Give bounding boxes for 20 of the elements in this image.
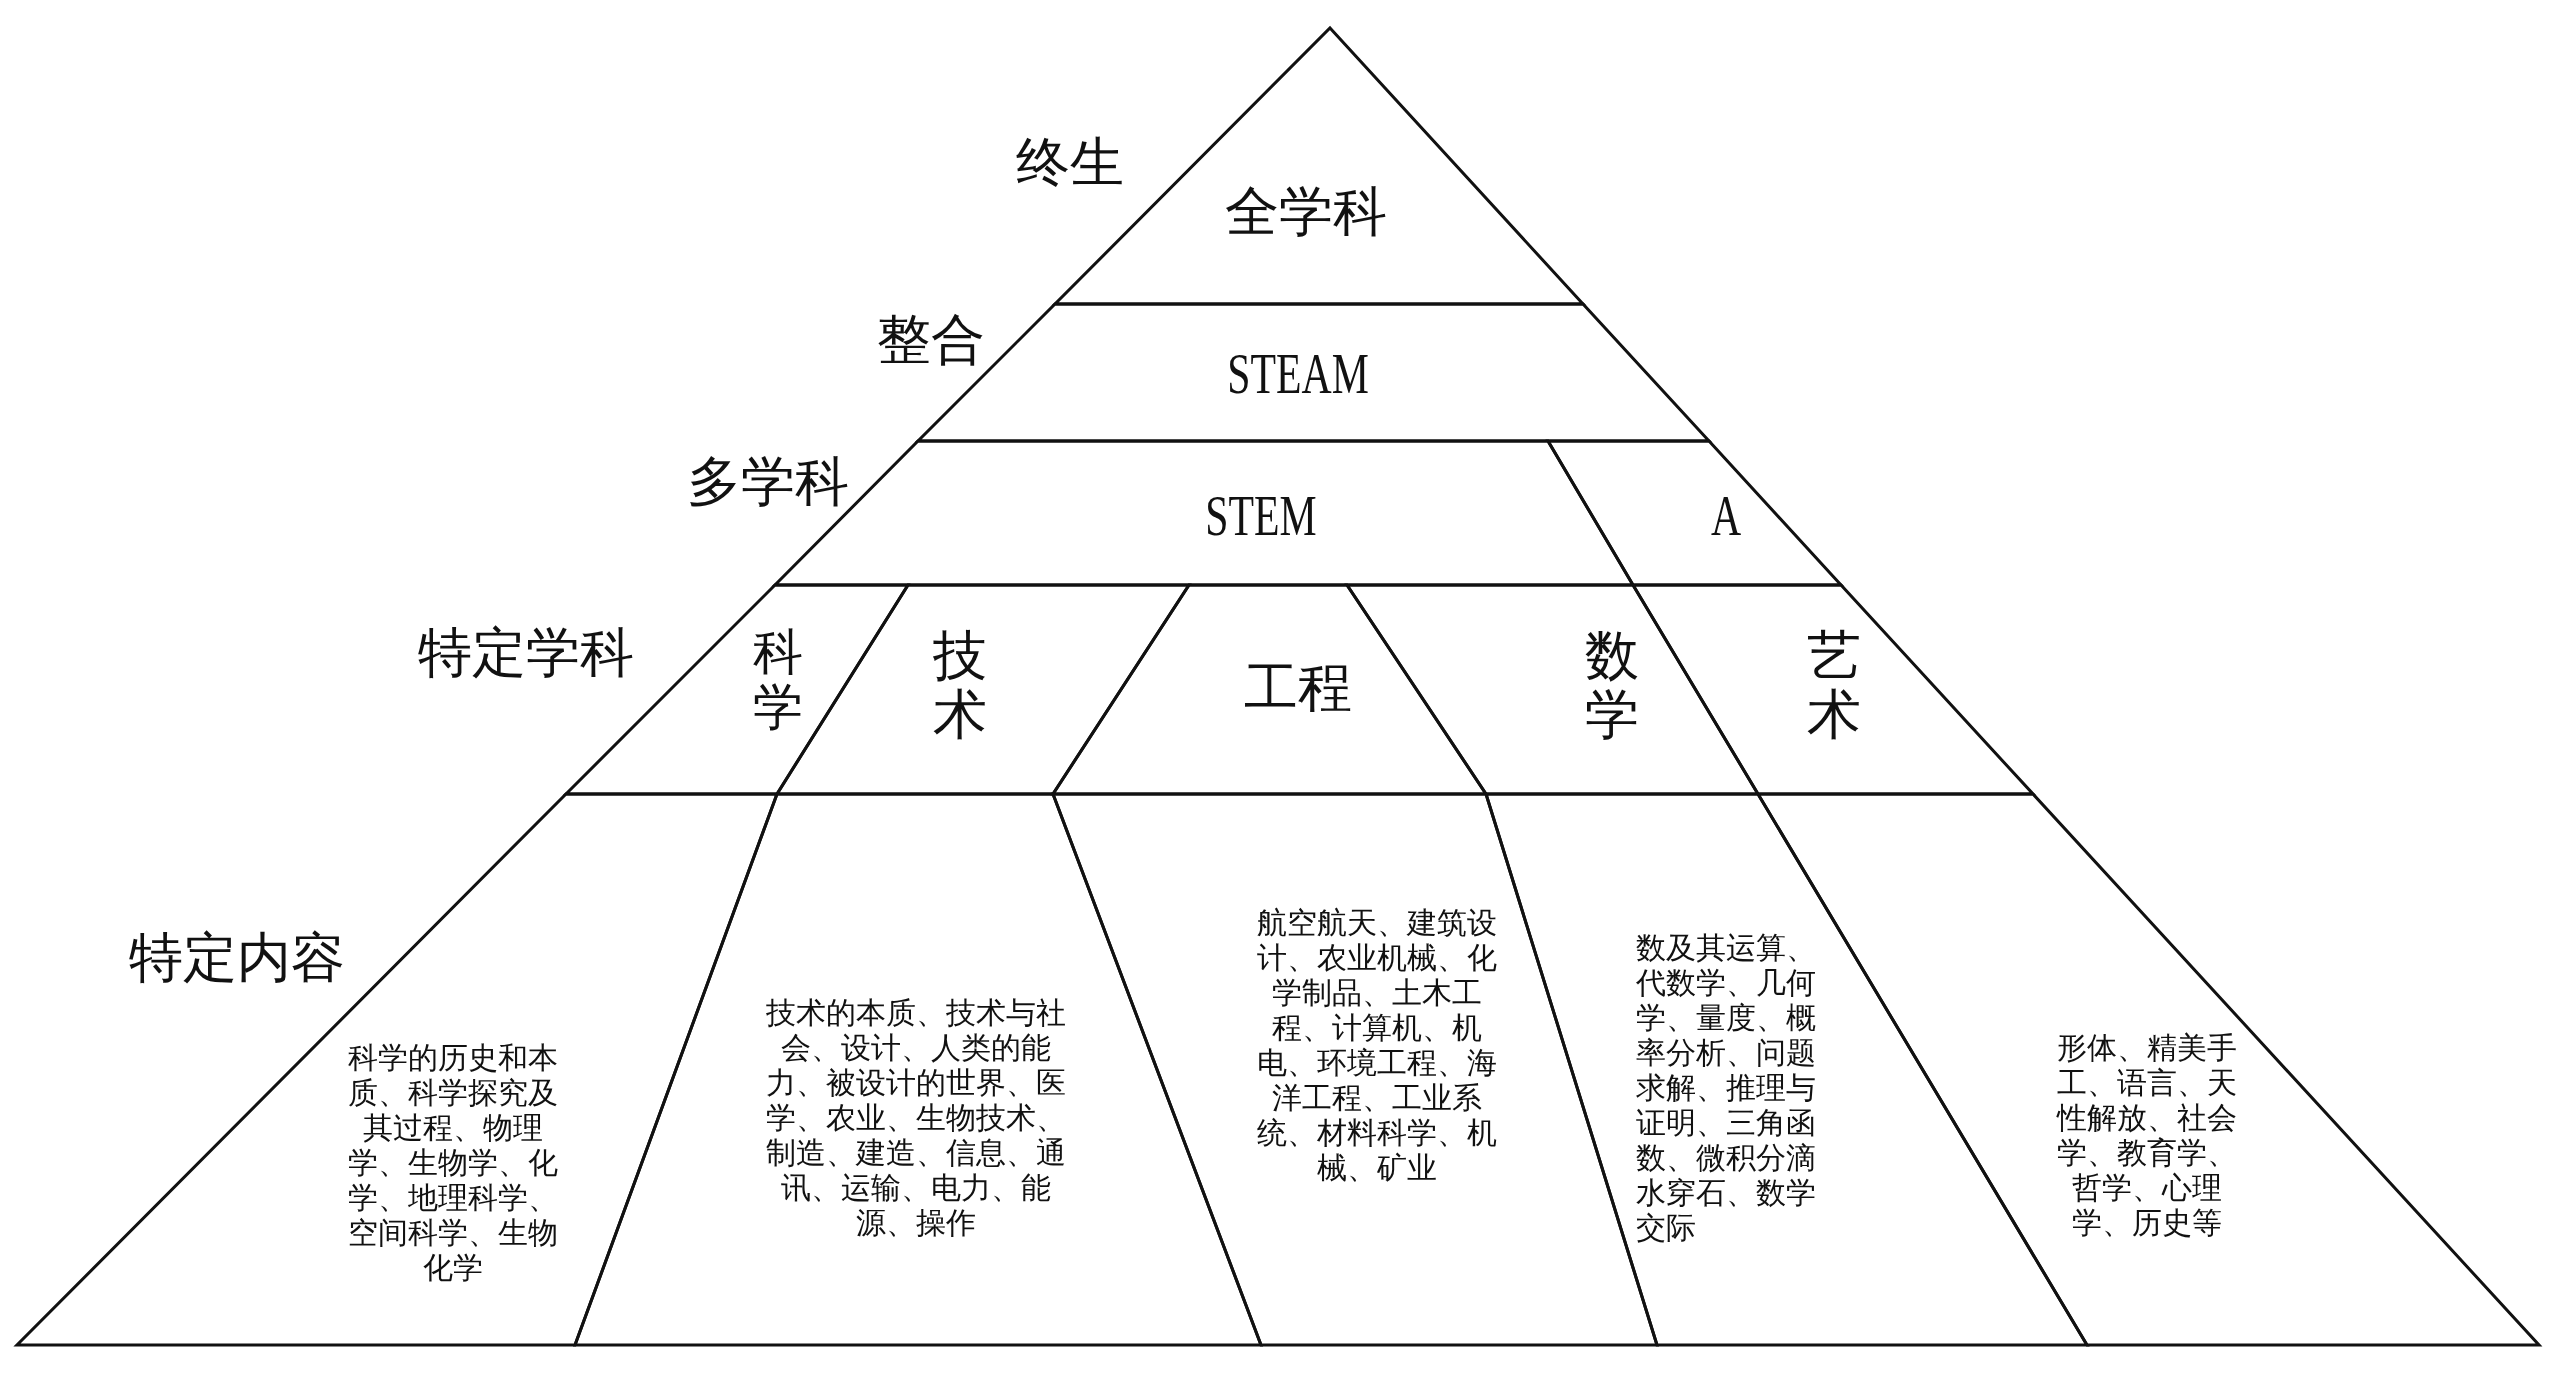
topic-list-text: 航空航天、建筑设计、农业机械、化学制品、土木工程、计算机、机电、环境工程、海洋工程、工业系统、材料科学、机械、矿业 xyxy=(1256,905,1498,1185)
subject-label: 艺术 xyxy=(1807,626,1861,746)
topic-list-text: 科学的历史和本质、科学探究及其过程、物理学、生物学、化学、地理科学、空间科学、生物化学 xyxy=(347,1040,559,1285)
topic-list-text: 技术的本质、技术与社会、设计、人类的能力、被设计的世界、医学、农业、生物技术、制造、建造、信息、通讯、运输、电力、能源、操作 xyxy=(765,995,1067,1240)
pyramid-section xyxy=(1755,791,2542,1348)
topic-list-text: 形体、精美手工、语言、天性解放、社会学、教育学、哲学、心理学、历史等 xyxy=(2055,1030,2238,1240)
tier-label: 全学科 xyxy=(1225,180,1387,244)
level-label: 特定学科 xyxy=(418,621,634,685)
topic-list-text: 数及其运算、代数学、几何学、量度、概率分析、问题求解、推理与证明、三角函数、微积分滴水穿石、数学交际 xyxy=(1636,930,1817,1245)
level-label: 特定内容 xyxy=(129,926,345,990)
subject-label: 数学 xyxy=(1585,626,1639,746)
level-label: 整合 xyxy=(877,308,985,372)
tier-label: A xyxy=(1710,482,1742,550)
level-label: 终生 xyxy=(1016,131,1124,195)
level-label: 多学科 xyxy=(687,450,849,514)
tier-label: STEAM xyxy=(1227,340,1369,408)
subject-label: 工程 xyxy=(1244,656,1352,720)
subject-label: 科学 xyxy=(753,625,803,735)
tier-label: STEM xyxy=(1205,482,1317,550)
subject-label: 技术 xyxy=(933,626,987,746)
